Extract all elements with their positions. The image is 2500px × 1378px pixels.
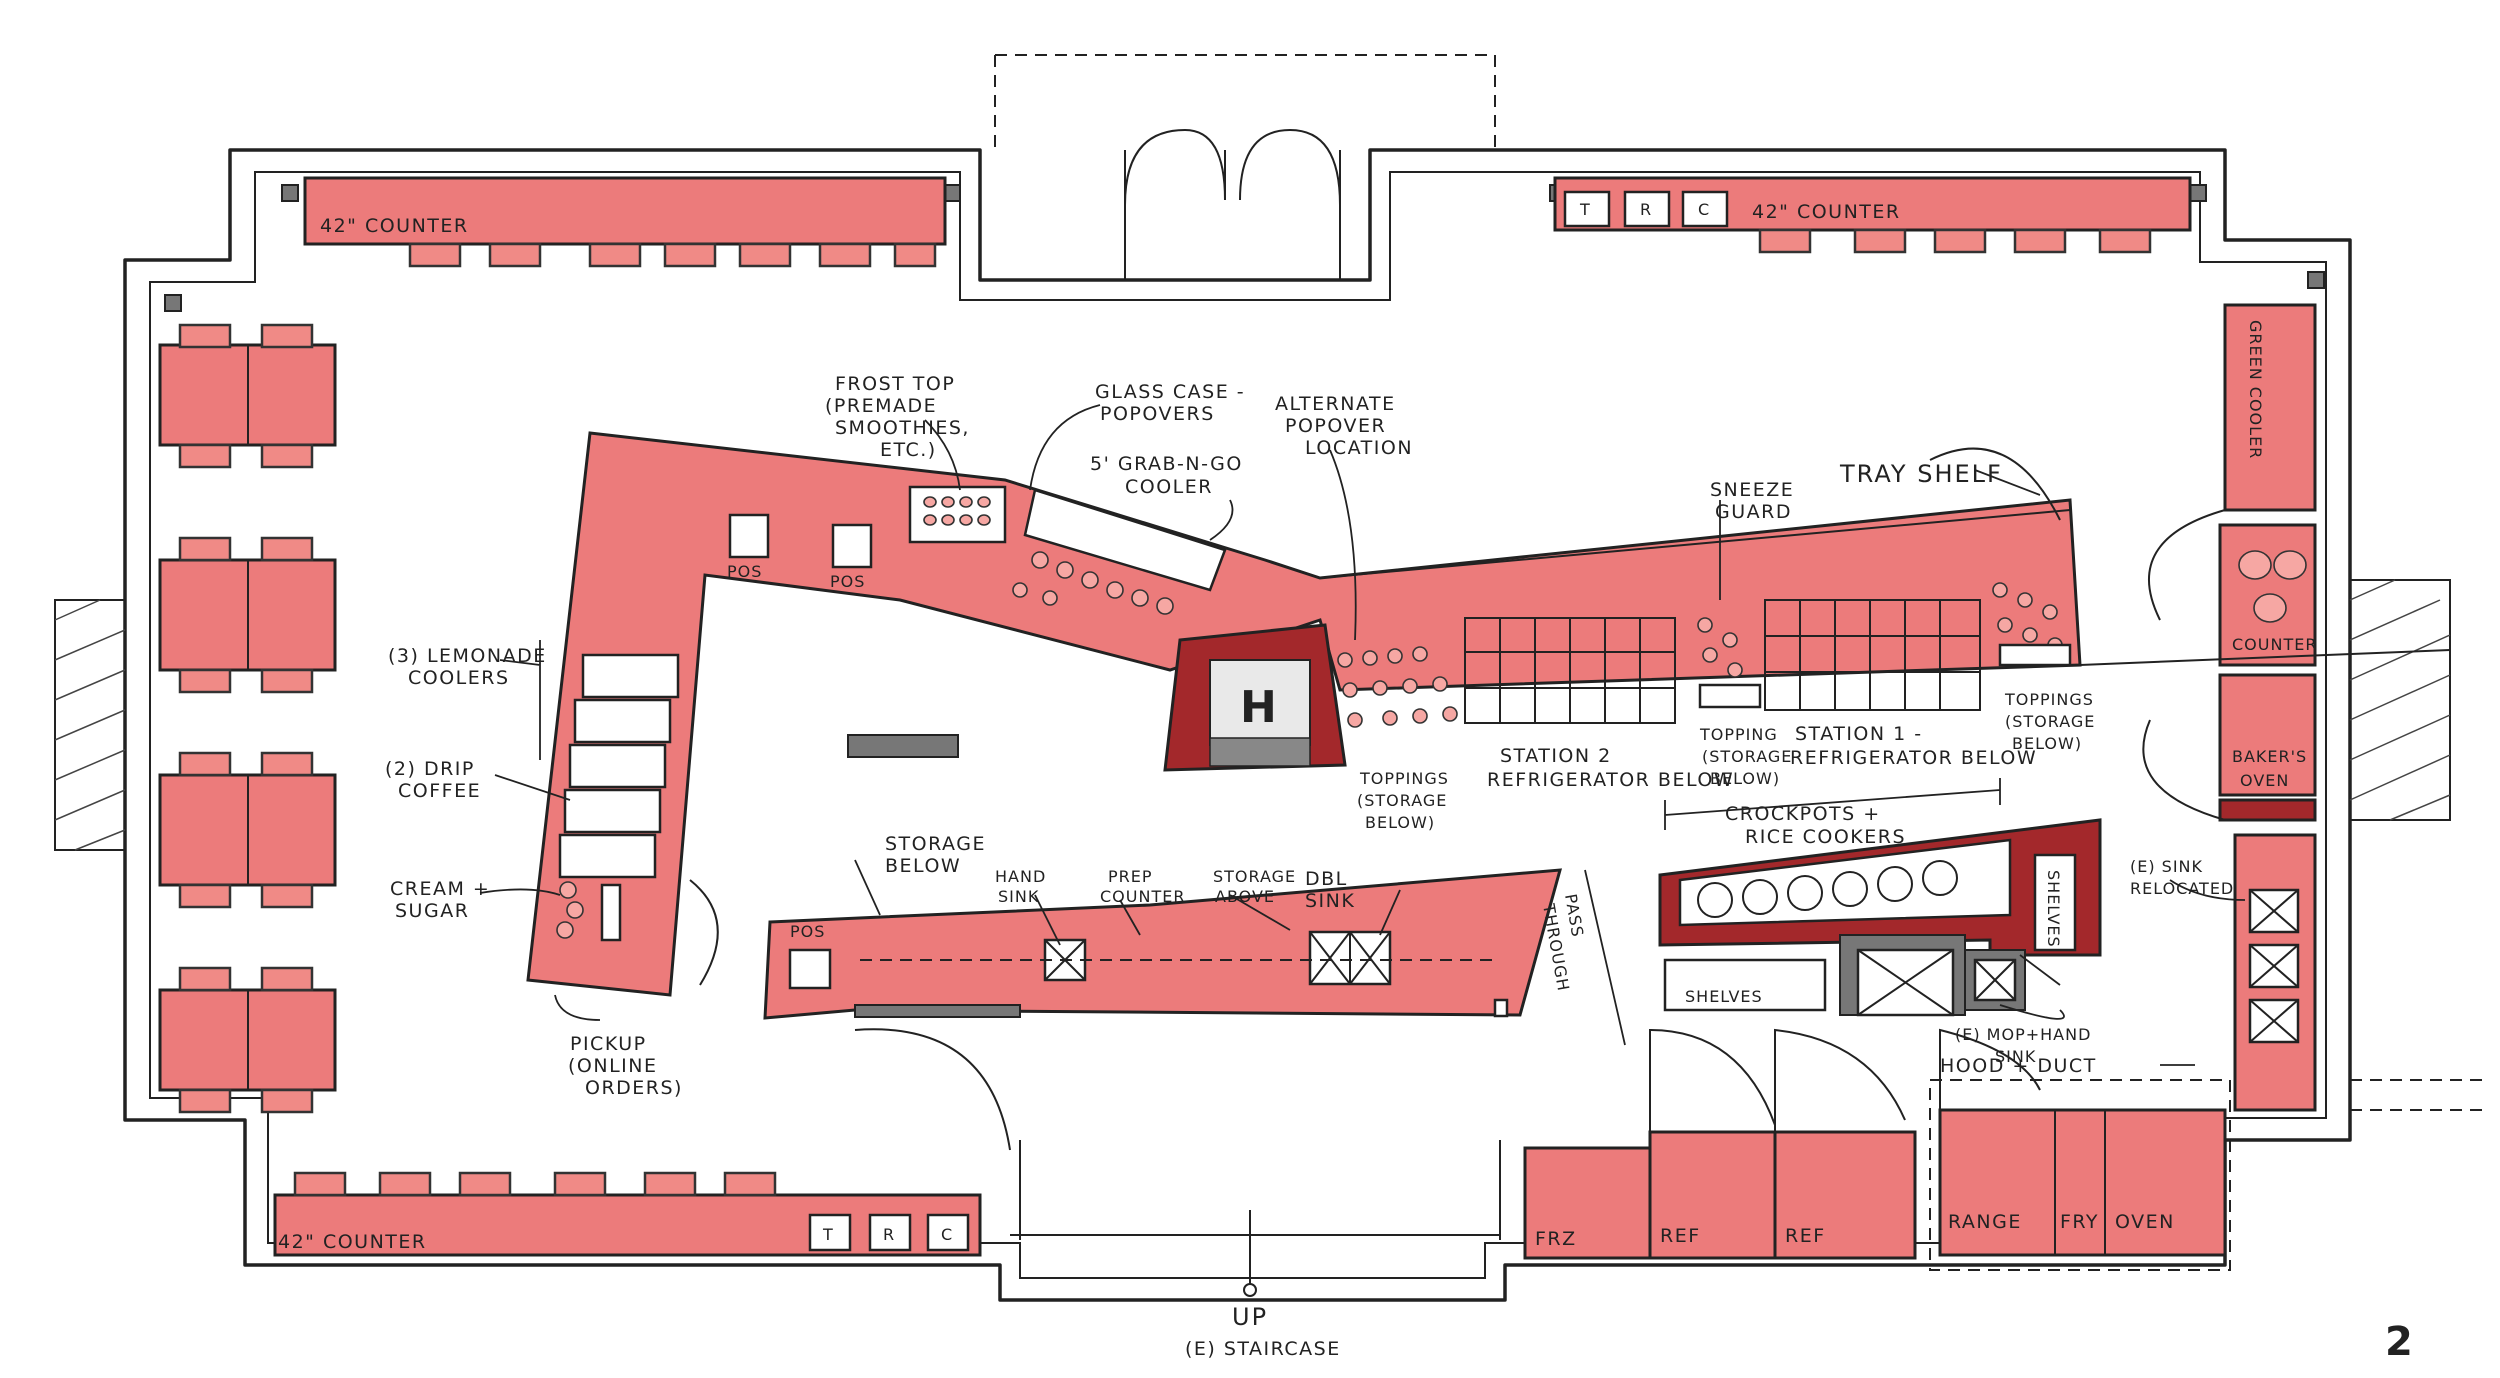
- alt-popover-1: ALTERNATE: [1275, 393, 1396, 415]
- alt-popover-3: LOCATION: [1305, 437, 1413, 459]
- counter-right-label: COUNTER: [2232, 635, 2317, 654]
- building-walls: [54, 54, 2490, 1302]
- sheet-number: 2: [2385, 1319, 2413, 1365]
- trc-r-top: R: [1640, 200, 1652, 219]
- storage-below-1: STORAGE: [885, 833, 986, 855]
- prep-counter-2: COUNTER: [1100, 887, 1185, 906]
- pickup-3: ORDERS): [585, 1077, 683, 1099]
- storage-below-2: BELOW: [885, 855, 961, 877]
- trc-t-bottom: T: [822, 1225, 834, 1244]
- bakers-oven-2: OVEN: [2240, 771, 2289, 790]
- storage-above-2: ABOVE: [1215, 887, 1275, 906]
- toppings-right-3: BELOW): [2012, 734, 2082, 753]
- station-2-2: REFRIGERATOR BELOW: [1487, 769, 1734, 791]
- station-1-2: REFRIGERATOR BELOW: [1790, 747, 2037, 769]
- frost-top-4: ETC.): [880, 439, 937, 461]
- glass-case-2: POPOVERS: [1100, 403, 1215, 425]
- pickup-2: (ONLINE: [568, 1055, 658, 1077]
- cream-sugar-1: CREAM +: [390, 878, 490, 900]
- frost-top-2: (PREMADE: [825, 395, 937, 417]
- grab-n-go-1: 5' GRAB-N-GO: [1090, 453, 1243, 475]
- sink-relocated-1: (E) SINK: [2130, 857, 2203, 876]
- oven-label: OVEN: [2115, 1211, 2175, 1233]
- pos-label-2: POS: [830, 572, 865, 591]
- toppings-right-1: TOPPINGS: [2004, 690, 2094, 709]
- glass-case-1: GLASS CASE -: [1095, 381, 1245, 403]
- toppings-left-1: TOPPINGS: [1359, 769, 1449, 788]
- dbl-sink-1: DBL: [1305, 868, 1348, 890]
- shelves-mid-label: SHELVES: [1685, 987, 1763, 1006]
- kitchen-back: [1658, 818, 2102, 1017]
- mop-hand-sink-1: (E) MOP+HAND: [1955, 1025, 2091, 1044]
- frz-label: FRZ: [1535, 1228, 1577, 1250]
- counter-label-top-right: 42" COUNTER: [1752, 201, 1901, 223]
- toppings-left-2: (STORAGE: [1357, 791, 1447, 810]
- fry-label: FRY: [2060, 1211, 2099, 1233]
- annotations: POS POS POS FROST TOP (PREMADE SMOOTHIES…: [385, 320, 2413, 1365]
- main-service-counter: H: [526, 431, 2082, 997]
- up-label: UP: [1232, 1303, 1268, 1331]
- drip-coffee-2: COFFEE: [398, 780, 481, 802]
- pass-through-1: PASS: [1561, 892, 1587, 939]
- ref-label-2: REF: [1785, 1225, 1826, 1247]
- mop-hand-sink-2: SINK: [1995, 1047, 2036, 1066]
- counter-top-left: 42" COUNTER: [303, 176, 947, 268]
- trc-c-bottom: C: [941, 1225, 953, 1244]
- sneeze-guard-1: SNEEZE: [1710, 479, 1794, 501]
- counter-label-top-left: 42" COUNTER: [320, 215, 469, 237]
- trc-c-top: C: [1698, 200, 1710, 219]
- lemonade-1: (3) LEMONADE: [388, 645, 547, 667]
- topping-mid-3: BELOW): [1710, 769, 1780, 788]
- dbl-sink-2: SINK: [1305, 890, 1355, 912]
- station-2-1: STATION 2: [1500, 745, 1612, 767]
- counter-top-right: T R C 42" COUNTER: [1553, 176, 2192, 254]
- hood-duct-label: HOOD + DUCT: [1940, 1055, 2097, 1077]
- crock-pots-2: RICE COOKERS: [1745, 826, 1906, 848]
- storage-above-1: STORAGE: [1213, 867, 1296, 886]
- tray-shelf-label: TRAY SHELF: [1839, 460, 2003, 488]
- frost-top-3: SMOOTHIES,: [835, 417, 970, 439]
- prep-counter-1: PREP: [1108, 867, 1153, 886]
- misc-lines: [479, 404, 2451, 1151]
- ref-label-1: REF: [1660, 1225, 1701, 1247]
- pickup-1: PICKUP: [570, 1033, 647, 1055]
- green-cooler-label: GREEN COOLER: [2246, 320, 2265, 459]
- bottom-kitchen: [1523, 1028, 2231, 1271]
- sneeze-guard-2: GUARD: [1715, 501, 1792, 523]
- dining-tables-left: [158, 323, 337, 1114]
- cream-sugar-2: SUGAR: [395, 900, 469, 922]
- alt-popover-2: POPOVER: [1285, 415, 1386, 437]
- toppings-left-3: BELOW): [1365, 813, 1435, 832]
- counter-label-bottom-left: 42" COUNTER: [278, 1231, 427, 1253]
- staircase-label: (E) STAIRCASE: [1185, 1338, 1341, 1360]
- drip-coffee-1: (2) DRIP: [385, 758, 475, 780]
- hand-sink-1: HAND: [995, 867, 1046, 886]
- pos-label-3: POS: [790, 922, 825, 941]
- popover-h-mark: H: [1240, 682, 1277, 733]
- station-1-1: STATION 1 -: [1795, 723, 1923, 745]
- pos-label-1: POS: [727, 562, 762, 581]
- trc-r-bottom: R: [883, 1225, 895, 1244]
- frost-top-1: FROST TOP: [835, 373, 955, 395]
- range-label: RANGE: [1948, 1211, 2022, 1233]
- hand-sink-2: SINK: [998, 887, 1039, 906]
- bakers-oven-1: BAKER'S: [2232, 747, 2307, 766]
- prep-counter: [763, 868, 1563, 1020]
- topping-mid-1: TOPPING: [1699, 725, 1778, 744]
- right-wall-equipment: [2142, 303, 2317, 1112]
- trc-t-top: T: [1579, 200, 1591, 219]
- lemonade-2: COOLERS: [408, 667, 510, 689]
- counter-bottom-left: T R C 42" COUNTER: [273, 1171, 982, 1257]
- shelves-side-label: SHELVES: [2044, 870, 2063, 948]
- grab-n-go-2: COOLER: [1125, 476, 1213, 498]
- topping-mid-2: (STORAGE: [1702, 747, 1792, 766]
- sink-relocated-2: RELOCATED: [2130, 879, 2234, 898]
- crock-pots-1: CROCKPOTS +: [1725, 803, 1881, 825]
- toppings-right-2: (STORAGE: [2005, 712, 2095, 731]
